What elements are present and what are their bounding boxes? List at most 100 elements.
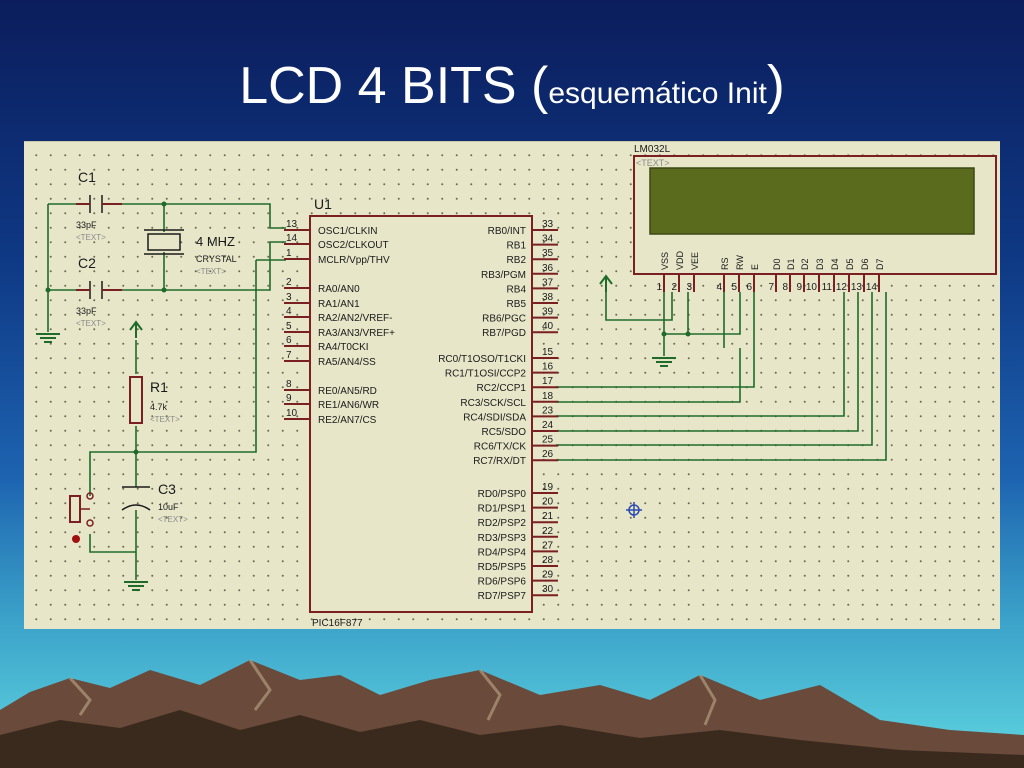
r1-value: 4.7k: [150, 402, 168, 412]
mcu-pin-number: 25: [542, 435, 554, 446]
mcu-pin-name: RD3/PSP3: [478, 533, 527, 544]
mcu-pin-number: 20: [542, 497, 554, 508]
c2-value: 33pF: [76, 306, 97, 316]
mcu-pin-number: 13: [286, 219, 298, 230]
mcu-pin-number: 27: [542, 540, 554, 551]
mcu-pin-name: RC2/CCP1: [477, 383, 527, 394]
schematic-parts: U1PIC16F87713OSC1/CLKIN14OSC2/CLKOUT1MCL…: [36, 144, 997, 629]
mcu-ref: U1: [314, 196, 332, 212]
mcu-pin-number: 8: [286, 379, 292, 390]
mcu-pin-name: RA0/AN0: [318, 284, 360, 295]
mcu-pin-name: RC5/SDO: [482, 427, 527, 438]
mcu-pin-name: RB5: [507, 299, 527, 310]
mcu-pin-name: RE2/AN7/CS: [318, 415, 377, 426]
lcd-pin-name: RS: [720, 257, 730, 270]
mcu-pin-name: RA5/AN4/SS: [318, 357, 376, 368]
mcu-pin-number: 37: [542, 277, 554, 288]
mcu-pin-number: 30: [542, 584, 554, 595]
lcd-pin-number: 10: [806, 282, 818, 293]
mcu-pin-name: RA1/AN1: [318, 299, 360, 310]
lcd-pin-number: 9: [796, 282, 802, 293]
mcu-pin-number: 29: [542, 570, 554, 581]
wire-junction: [161, 201, 167, 207]
mcu-body: [309, 215, 533, 613]
wires: [47, 203, 887, 580]
mcu-pin-number: 15: [542, 347, 554, 358]
mcu-pin-number: 26: [542, 449, 554, 460]
title-main: LCD 4 BITS (: [239, 57, 549, 115]
mcu-pin-name: RC3/SCK/SCL: [460, 398, 526, 409]
mcu-pin-number: 23: [542, 405, 554, 416]
lcd-ref: LM032L: [634, 144, 671, 155]
mcu-pin-number: 3: [286, 292, 292, 303]
mcu-pin-number: 5: [286, 321, 292, 332]
r1-body: [129, 376, 143, 424]
mcu-pin-name: RC1/T1OSI/CCP2: [445, 369, 527, 380]
c3-text-field: <TEXT>: [158, 515, 188, 524]
c3-ref: C3: [158, 481, 176, 497]
lcd-pin-name: D3: [815, 258, 825, 270]
lcd-pin-number: 8: [782, 282, 788, 293]
lcd-pin-name: D5: [845, 258, 855, 270]
wire-junction: [161, 287, 167, 293]
lcd-pin-name: D1: [786, 258, 796, 270]
lcd-pin-number: 13: [851, 282, 863, 293]
lcd-pin-name: VDD: [675, 250, 685, 270]
mcu-pin-name: RD7/PSP7: [478, 591, 527, 602]
mcu-pin-number: 16: [542, 362, 554, 373]
crystal-value: CRYSTAL: [196, 254, 237, 264]
lcd-pin-number: 1: [656, 282, 662, 293]
mcu-pin-number: 22: [542, 526, 554, 537]
mcu-pin-name: RD4/PSP4: [478, 547, 527, 558]
c3-value: 10uF: [158, 502, 179, 512]
mcu-pin-name: RB0/INT: [488, 226, 526, 237]
mcu-pin-name: RE0/AN5/RD: [318, 386, 377, 397]
mcu-pin-number: 14: [286, 233, 298, 244]
lcd-pin-number: 5: [731, 282, 737, 293]
mcu-pin-number: 9: [286, 393, 292, 404]
wire-junction: [133, 449, 139, 455]
mcu-pin-name: RB4: [507, 284, 527, 295]
wire-junction: [685, 331, 691, 337]
mcu-pin-number: 7: [286, 350, 292, 361]
mcu-pin-name: RA4/T0CKI: [318, 342, 369, 353]
c3-plate-curved: [121, 504, 151, 511]
mcu-pin-name: RD5/PSP5: [478, 562, 527, 573]
mcu-pin-number: 33: [542, 219, 554, 230]
mcu-pin-name: RC0/T1OSO/T1CKI: [438, 354, 526, 365]
mcu-part: PIC16F877: [312, 618, 363, 629]
mcu-pin-name: RB1: [507, 241, 527, 252]
mcu-pin-number: 1: [286, 248, 292, 259]
lcd-pin-name: D0: [772, 258, 782, 270]
lcd-screen: [649, 167, 975, 235]
mcu-pin-name: RE1/AN6/WR: [318, 400, 379, 411]
mcu-pin-number: 34: [542, 234, 554, 245]
schematic-svg: U1PIC16F87713OSC1/CLKIN14OSC2/CLKOUT1MCL…: [36, 144, 997, 629]
r1-ref: R1: [150, 379, 168, 395]
lcd-pin-name: VEE: [690, 252, 700, 270]
mcu-pin-name: RC7/RX/DT: [473, 456, 526, 467]
button-body: [69, 495, 81, 523]
button-contact: [86, 492, 94, 500]
lcd-pin-number: 12: [836, 282, 848, 293]
lcd-pin-name: E: [750, 264, 760, 270]
lcd-pin-number: 11: [822, 282, 833, 293]
mcu-pin-number: 39: [542, 307, 554, 318]
mcu-pin-number: 21: [542, 511, 554, 522]
button-indicator: [72, 535, 80, 543]
mcu-pin-number: 2: [286, 277, 292, 288]
mcu-pin-name: RD2/PSP2: [478, 518, 527, 529]
mcu-pin-name: RD0/PSP0: [478, 489, 527, 500]
wire-junction: [45, 287, 51, 293]
mcu-pin-name: RC6/TX/CK: [474, 442, 527, 453]
mcu-pin-number: 6: [286, 335, 292, 346]
mcu-pin-number: 35: [542, 248, 554, 259]
mcu-pin-number: 4: [286, 306, 292, 317]
mcu-pin-number: 38: [542, 292, 554, 303]
lcd-pin-name: D4: [830, 258, 840, 270]
lcd-pin-number: 3: [686, 282, 692, 293]
mcu-pin-number: 24: [542, 420, 554, 431]
title-sub: esquemático Init: [548, 77, 767, 110]
lcd-pin-name: RW: [735, 255, 745, 270]
